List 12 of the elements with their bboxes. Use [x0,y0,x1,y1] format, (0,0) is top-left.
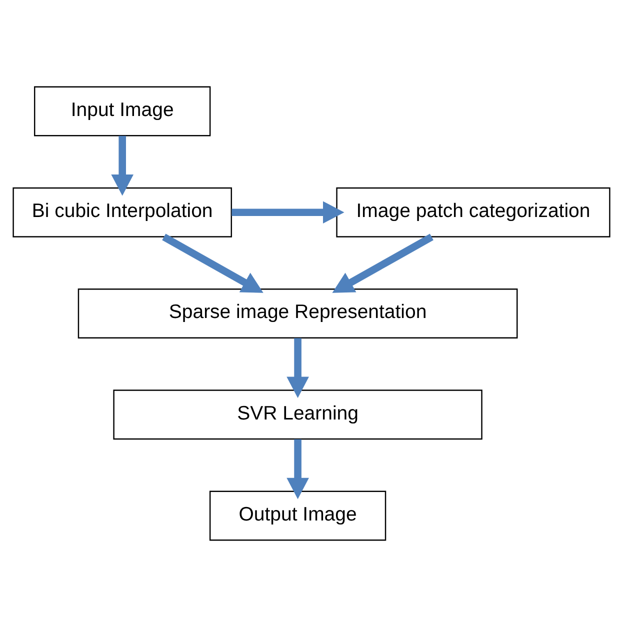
arrow [111,136,134,196]
node-box: SVR Learning [113,390,482,440]
arrow [286,338,309,398]
arrow [286,439,309,500]
arrow [232,201,344,224]
node-box: Image patch categorization [336,187,610,238]
node-box: Input Image [34,86,211,136]
node-box: Output Image [209,490,386,541]
node-box: Bi cubic Interpolation [12,187,232,238]
arrow [162,234,264,293]
arrow [332,234,434,293]
node-box: Sparse image Representation [78,288,518,338]
